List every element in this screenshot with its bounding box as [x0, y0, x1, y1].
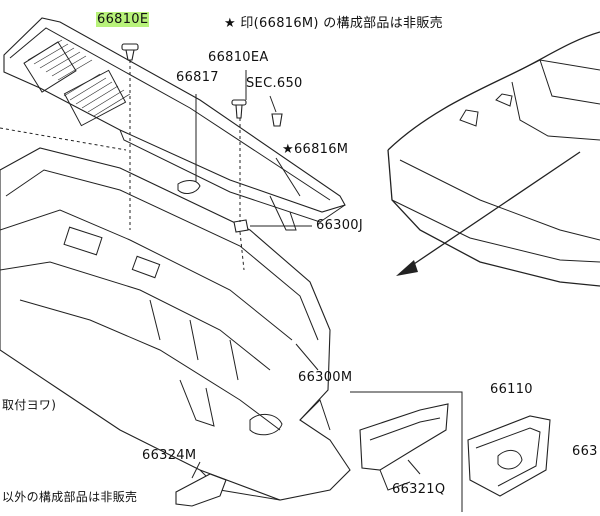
label-66810e: 66810E	[96, 12, 150, 27]
label-66300m: 66300M	[298, 370, 353, 385]
fastener-66810e	[121, 43, 139, 61]
label-66110: 66110	[490, 382, 533, 397]
bracket-663xx	[467, 415, 551, 497]
note-left-fragment: 取付ヨワ)	[2, 398, 57, 412]
hood-outline	[387, 31, 600, 287]
label-66810ea: 66810EA	[208, 50, 269, 65]
note-top: ★ 印(66816M) の構成部品は非販売	[224, 16, 443, 31]
label-66817: 66817	[176, 70, 219, 85]
fastener-66810ea	[231, 99, 247, 119]
direction-arrow	[396, 151, 581, 276]
cowl-panel	[0, 147, 351, 501]
fastener-sec650	[271, 113, 283, 127]
label-663-partial: 663	[572, 444, 598, 459]
label-66324m: 66324M	[142, 448, 197, 463]
bracket-66321q	[359, 403, 449, 491]
bracket-66324m	[175, 473, 227, 507]
clip-66300j	[233, 219, 249, 233]
label-sec650: SEC.650	[246, 76, 303, 91]
label-66321q: 66321Q	[392, 482, 446, 497]
note-bottom: 以外の構成部品は非販売	[2, 490, 138, 504]
label-66816m: ★66816M	[282, 142, 349, 157]
label-66300j: 66300J	[316, 218, 363, 233]
leader-lines	[0, 60, 463, 512]
cowl-top-grille	[3, 17, 346, 231]
